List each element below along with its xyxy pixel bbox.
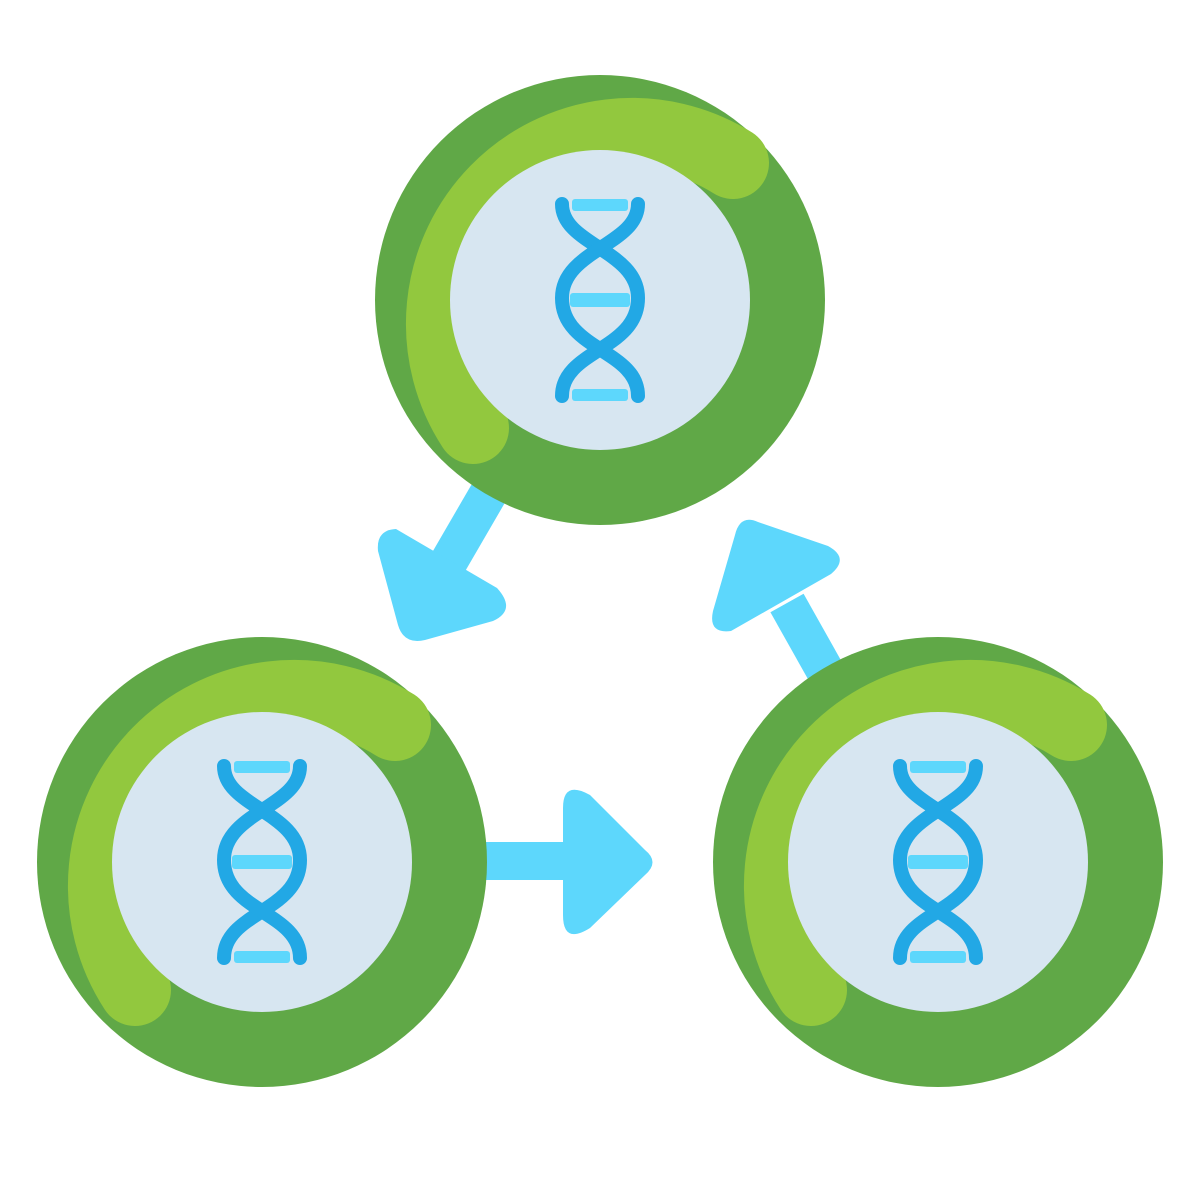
arrow-bottom-left-to-bottom-right xyxy=(478,789,653,935)
arrow-icon xyxy=(377,529,507,641)
cell-ring-highlight xyxy=(405,97,769,464)
cell-ring-highlight xyxy=(743,659,1107,1026)
cell-node-bottom-left xyxy=(37,637,487,1087)
cell-node-top xyxy=(375,75,825,525)
arrow-bottom-right-to-top xyxy=(712,519,845,686)
cell-ring-highlight xyxy=(67,659,431,1026)
arrow-icon xyxy=(563,789,653,935)
arrow-icon xyxy=(712,519,840,632)
cell-node-bottom-right xyxy=(713,637,1163,1087)
arrow-top-to-bottom-left xyxy=(377,484,507,641)
